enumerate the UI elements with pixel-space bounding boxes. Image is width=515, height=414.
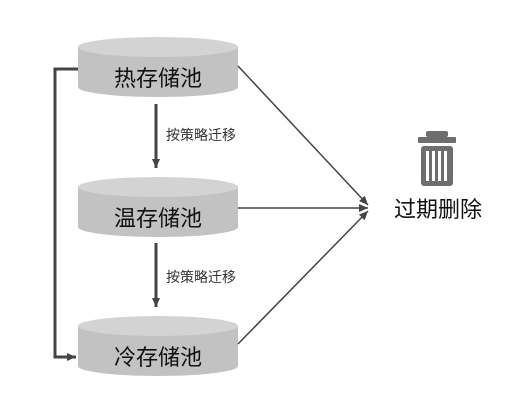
warm-pool: 温存储池 [78, 177, 238, 237]
hot-pool: 热存储池 [78, 37, 238, 97]
warm-to-cold-edge: 按策略迁移 [152, 243, 236, 307]
hot-to-warm-label: 按策略迁移 [166, 127, 236, 144]
warm-pool-label: 温存储池 [114, 207, 202, 232]
hot-to-cold-bypass-edge [53, 67, 78, 361]
hot-to-warm-edge: 按策略迁移 [152, 104, 236, 168]
expire-delete-label: 过期删除 [394, 198, 482, 223]
trash-icon [418, 131, 456, 186]
hot-pool-label: 热存储池 [114, 67, 202, 92]
hot-to-delete-edge [237, 65, 369, 206]
warm-to-cold-label: 按策略迁移 [166, 269, 236, 286]
cold-pool: 冷存储池 [78, 316, 238, 376]
cold-to-delete-edge [237, 210, 369, 345]
cold-pool-label: 冷存储池 [114, 346, 202, 371]
